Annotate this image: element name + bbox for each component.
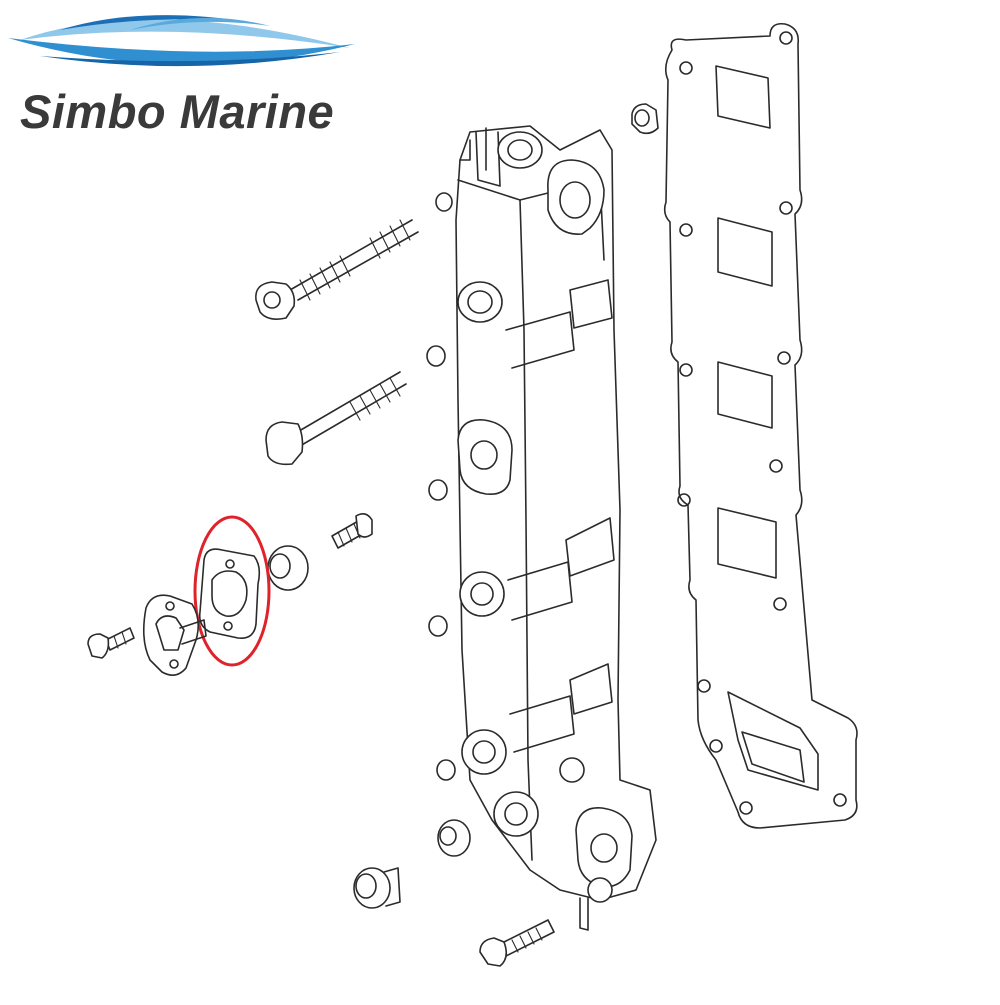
- short-bolt: [331, 512, 373, 549]
- small-washer: [437, 819, 471, 857]
- manifold-gasket: [663, 22, 858, 829]
- long-bolt: [265, 371, 407, 466]
- gasket: [193, 515, 271, 667]
- nut: [631, 103, 659, 135]
- drain-bolt: [479, 919, 555, 967]
- washer: [267, 545, 309, 591]
- exhaust-manifold: [426, 125, 657, 931]
- small-bolt: [87, 627, 135, 659]
- wave-logo-icon: [8, 15, 355, 67]
- highlight-circle: [193, 515, 271, 667]
- long-stud-bolt: [255, 219, 419, 320]
- brand-name: Simbo Marine: [20, 85, 335, 138]
- plug: [353, 867, 401, 909]
- flange-cover: [142, 594, 207, 676]
